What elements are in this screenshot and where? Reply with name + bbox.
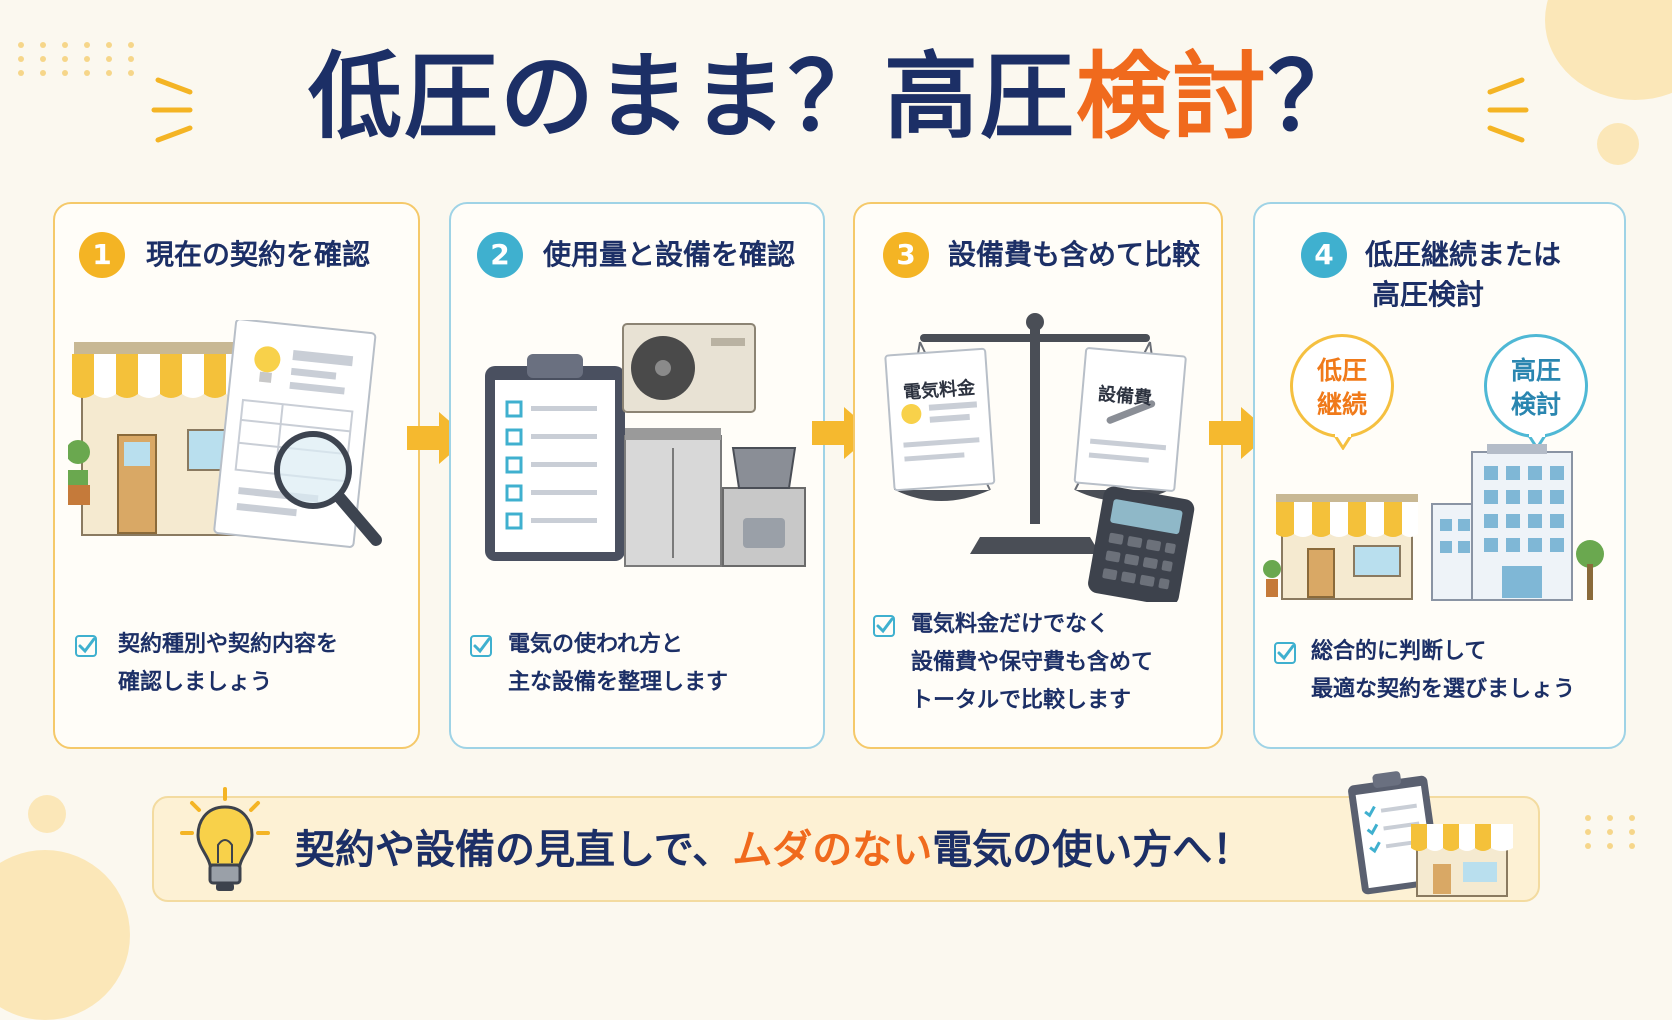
step-desc-3-line3: トータルで比較します	[911, 688, 1132, 713]
step-number-1: 1	[79, 232, 125, 278]
step-number-2: 2	[477, 232, 523, 278]
decor-circle-bottom-left	[0, 850, 130, 1020]
step-desc-1-line2: 確認しましょう	[118, 670, 273, 695]
step-desc-4-line2: 最適な契約を選びましょう	[1311, 677, 1576, 702]
decor-circle-small-right	[1597, 123, 1639, 165]
bubble-low-line1: 低圧	[1316, 356, 1367, 385]
step-number-3: 3	[883, 232, 929, 278]
bubble-high-voltage: 高圧 検討	[1484, 334, 1588, 438]
step-heading-3: 設備費も含めて比較	[948, 238, 1201, 271]
bubble-high-line1: 高圧	[1510, 356, 1561, 385]
step-desc-2-line2: 主な設備を整理します	[508, 670, 729, 695]
title-part4: ？	[1268, 43, 1365, 152]
clipboard-equipment-illustration	[485, 323, 806, 567]
decor-dots-top-left	[18, 42, 142, 76]
step-desc-4-line1: 総合的に判断して	[1311, 639, 1487, 664]
lightbulb-icon	[180, 787, 270, 891]
checkbox-icon-2	[470, 635, 492, 657]
bottom-message-highlight: ムダのない	[732, 827, 933, 873]
clipboard-store-icon	[1348, 771, 1513, 897]
bubble-low-voltage: 低圧 継続	[1290, 334, 1394, 438]
scale-label-right: 設備費	[1097, 383, 1153, 410]
bottom-message-part2: 電気の使い方へ！	[932, 827, 1253, 873]
page-title: 低圧のまま？高圧検討？	[0, 38, 1672, 158]
title-spark-left	[151, 77, 193, 143]
bubble-low-tail	[1332, 434, 1354, 450]
checkbox-icon-1	[75, 635, 97, 657]
decor-dots-bottom-right	[1585, 815, 1643, 849]
store-and-building-illustration	[1263, 444, 1604, 601]
title-highlight: 検討	[1076, 43, 1269, 152]
step-desc-1-line1: 契約種別や契約内容を	[118, 632, 339, 657]
step-desc-3-line1: 電気料金だけでなく	[911, 612, 1110, 637]
step-heading-1: 現在の契約を確認	[146, 238, 371, 271]
step-number-4: 4	[1301, 232, 1347, 278]
bubble-high-line2: 検討	[1510, 390, 1561, 419]
scale-label-left: 電気料金	[902, 377, 976, 404]
bottom-message: 契約や設備の見直しで、ムダのない電気の使い方へ！	[295, 822, 1252, 878]
step-heading-2: 使用量と設備を確認	[543, 238, 796, 271]
title-spark-right	[1487, 77, 1529, 143]
checkbox-icon-3	[873, 615, 895, 637]
balance-scale-illustration	[884, 313, 1195, 602]
bottom-banner	[152, 796, 1540, 902]
store-document-illustration	[68, 320, 382, 548]
bottom-message-part1: 契約や設備の見直しで、	[295, 827, 733, 873]
step-desc-2-line1: 電気の使われ方と	[508, 632, 683, 657]
bubble-low-line2: 継続	[1316, 390, 1367, 419]
title-part1: 低圧のまま？	[307, 43, 884, 152]
title-part2: 高圧	[883, 43, 1076, 152]
step-heading-4-line2: 高圧検討	[1372, 278, 1485, 311]
step-desc-3-line2: 設備費や保守費も含めて	[911, 650, 1154, 675]
decor-circle-small-left	[28, 795, 66, 833]
step-heading-4-line1: 低圧継続または	[1365, 238, 1562, 271]
bubble-high-tail	[1526, 434, 1548, 450]
checkbox-icon-4	[1274, 642, 1296, 664]
